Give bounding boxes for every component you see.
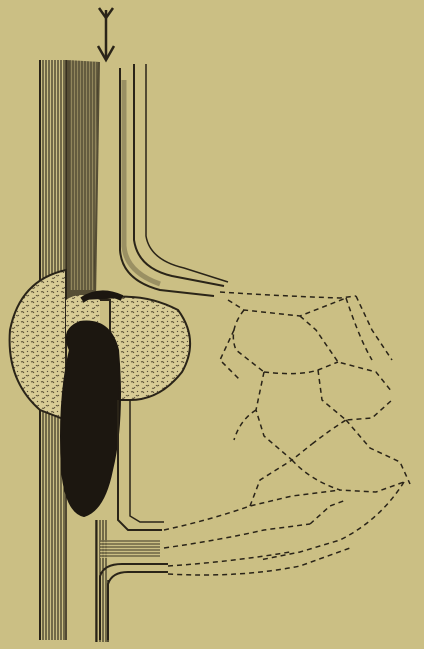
lower-branch-vessel	[100, 540, 168, 640]
down-arrow-icon	[98, 8, 114, 60]
thrombus-clot	[61, 322, 120, 516]
collateral-network	[164, 292, 410, 575]
main-vessel-inner-wall	[118, 400, 164, 530]
side-branch-vessel	[120, 64, 228, 296]
